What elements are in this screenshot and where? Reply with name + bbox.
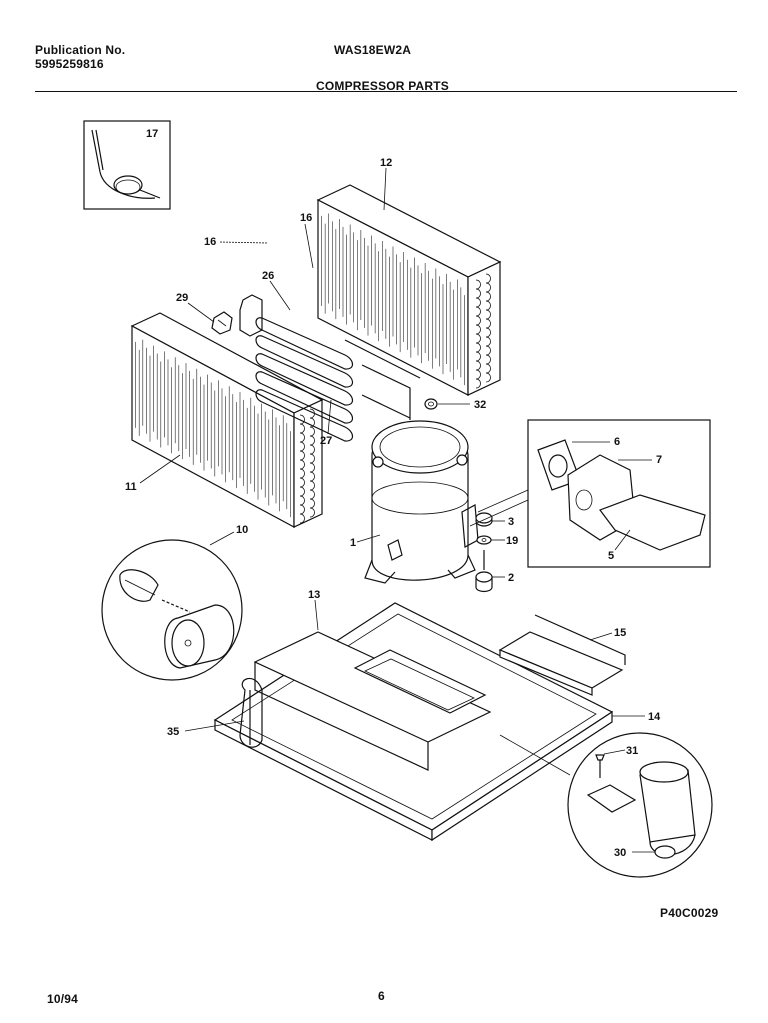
drawing-code: P40C0029 (660, 906, 719, 920)
part-label-13: 13 (308, 589, 320, 601)
part-label-7: 7 (656, 454, 662, 466)
part-label-32: 32 (474, 399, 486, 411)
inset-box-terminal-cover (469, 419, 711, 568)
part-label-1: 1 (350, 537, 356, 549)
model-number: WAS18EW2A (334, 43, 412, 57)
part-label-15: 15 (614, 627, 626, 639)
part-label-12: 12 (380, 157, 392, 169)
part-label-16-upper: 16 (300, 212, 312, 224)
grommet-part (424, 398, 438, 410)
compressor (364, 420, 479, 584)
mounting-parts (475, 512, 493, 593)
part-labels: 17 12 16 16 26 29 32 27 6 7 11 3 10 19 1… (125, 128, 662, 859)
part-label-29: 29 (176, 292, 188, 304)
part-label-5: 5 (608, 550, 614, 562)
part-label-3: 3 (508, 516, 514, 528)
part-label-2: 2 (508, 572, 514, 584)
inset-circle-capacitor (101, 531, 243, 681)
part-label-17: 17 (146, 128, 158, 140)
header-divider (35, 91, 737, 92)
inset-circle-motor (499, 732, 713, 878)
section-title: COMPRESSOR PARTS (316, 79, 449, 93)
part-label-26: 26 (262, 270, 274, 282)
clip-part (211, 311, 233, 335)
part-label-27: 27 (320, 435, 332, 447)
part-label-16-left: 16 (204, 236, 216, 248)
evaporator-coil (130, 312, 324, 529)
footer-date: 10/94 (47, 992, 79, 1006)
part-label-10: 10 (236, 524, 248, 536)
page-number: 6 (378, 989, 385, 1003)
base-pan (213, 602, 626, 842)
part-label-30: 30 (614, 847, 626, 859)
tubing-assembly (239, 294, 421, 442)
part-label-31: 31 (626, 745, 638, 757)
part-label-14: 14 (648, 711, 661, 723)
part-label-35: 35 (167, 726, 179, 738)
leader-lines (139, 167, 655, 853)
part-label-11: 11 (125, 481, 137, 493)
publication-number: 5995259816 (35, 57, 104, 71)
inset-box-capillary (83, 120, 171, 210)
part-label-6: 6 (614, 436, 620, 448)
publication-label: Publication No. (35, 43, 126, 57)
condenser-coil (316, 184, 502, 396)
part-label-19: 19 (506, 535, 518, 547)
